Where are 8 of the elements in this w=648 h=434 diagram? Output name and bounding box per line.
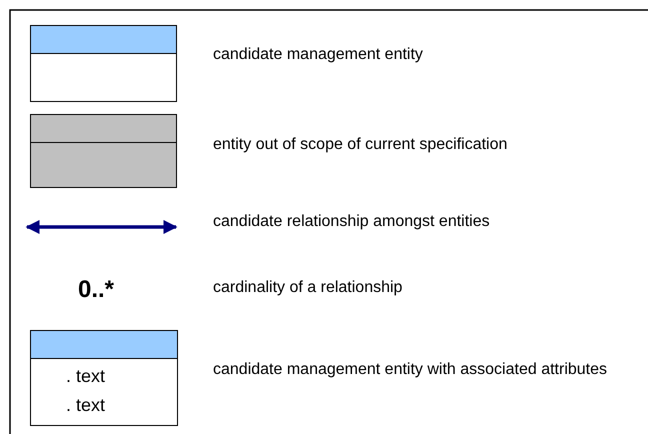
- legend-text: candidate relationship amongst entities: [213, 212, 491, 232]
- cardinality-text: 0..*: [78, 276, 114, 304]
- legend-text: candidate management entity with associated attributes: [213, 360, 608, 380]
- attribute-text: . text: [66, 395, 106, 416]
- attribute-text: . text: [66, 366, 106, 387]
- legend-text: candidate management entity: [213, 45, 424, 65]
- legend-text: cardinality of a relationship: [213, 278, 404, 298]
- legend-text: entity out of scope of current specification: [213, 135, 508, 155]
